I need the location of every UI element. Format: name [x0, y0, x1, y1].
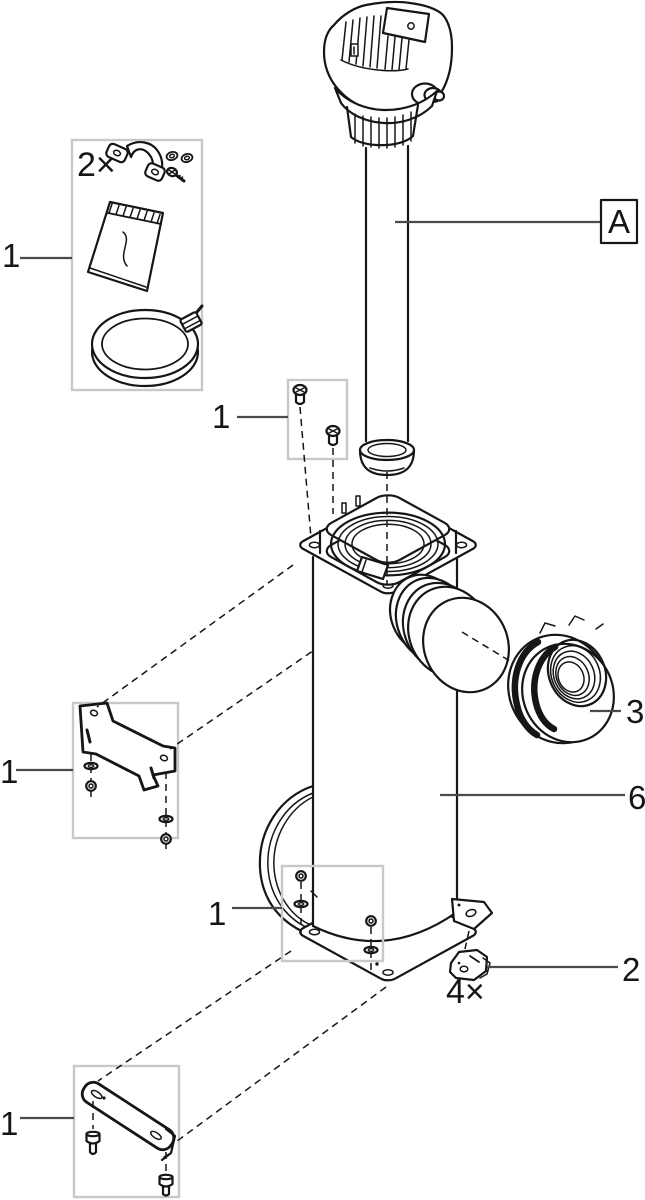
union-nut: [507, 615, 615, 745]
foot-bracket-box: [72, 1064, 181, 1199]
callout-1-screws: 1: [212, 398, 230, 435]
screw-box-top: [286, 378, 349, 461]
wall-bracket-icon: [78, 701, 177, 792]
callout-1-nuts: 1: [208, 895, 226, 932]
washer-icon: [158, 814, 174, 824]
nut-icon: [295, 870, 307, 882]
callout-a: A: [608, 203, 630, 240]
nut-icon: [160, 833, 172, 845]
wall-bracket-box: [71, 701, 180, 849]
screw-icon: [158, 1173, 174, 1197]
washers-screw-icon: [165, 150, 194, 183]
nut-washer-box: [280, 864, 385, 972]
quartz-tube: [358, 144, 416, 477]
callout-2: 2: [622, 951, 640, 988]
callout-1-foot-bracket: 1: [0, 1105, 18, 1142]
collar-nut: [345, 103, 420, 149]
nut-icon: [85, 780, 97, 792]
assembly-dash-line: [97, 950, 292, 1082]
control-head-unit: [322, 0, 454, 477]
screw-icon: [292, 383, 308, 406]
screw-icon: [85, 1130, 101, 1156]
callouts: 1 1 1 1 1 3 6 2 4× A: [0, 198, 645, 1142]
bag-icon: [86, 200, 165, 293]
screw-icon: [325, 424, 341, 447]
callout-1-wall-bracket: 1: [0, 753, 18, 790]
washer-icon: [293, 899, 309, 909]
hose-clamp-icon: [90, 304, 204, 388]
kit-box-frame: [70, 138, 204, 392]
washer-icon: [83, 761, 99, 771]
top-flange: [296, 492, 480, 596]
callout-6: 6: [628, 779, 645, 816]
assembly-dash-line: [168, 986, 387, 1148]
callout-a-box: A: [599, 198, 639, 245]
nut-icon: [365, 915, 377, 927]
head-latch: [350, 43, 359, 57]
left-port: [258, 784, 315, 938]
nut-washer-box-frame: [280, 864, 385, 963]
saddle-bracket-icon: [105, 140, 166, 182]
callout-1-kit: 1: [2, 237, 20, 274]
foot-clip: [448, 948, 491, 982]
bayonet-collar: [318, 492, 458, 589]
screw-dash-line: [299, 406, 312, 539]
kit-box: 2×: [70, 138, 204, 392]
screw-box-frame: [286, 378, 349, 461]
clip-dash-line: [464, 930, 470, 950]
head-label-plate: [381, 6, 431, 44]
washer-icon: [363, 945, 379, 955]
outlet-port-cap: [388, 573, 510, 694]
qty-clip: 4×: [446, 973, 485, 1011]
assembly-dash-line: [96, 564, 294, 708]
cooling-fins: [340, 15, 410, 72]
foot-bracket-box-frame: [72, 1064, 181, 1199]
flange-foot: [450, 897, 494, 931]
callout-3: 3: [626, 693, 644, 730]
